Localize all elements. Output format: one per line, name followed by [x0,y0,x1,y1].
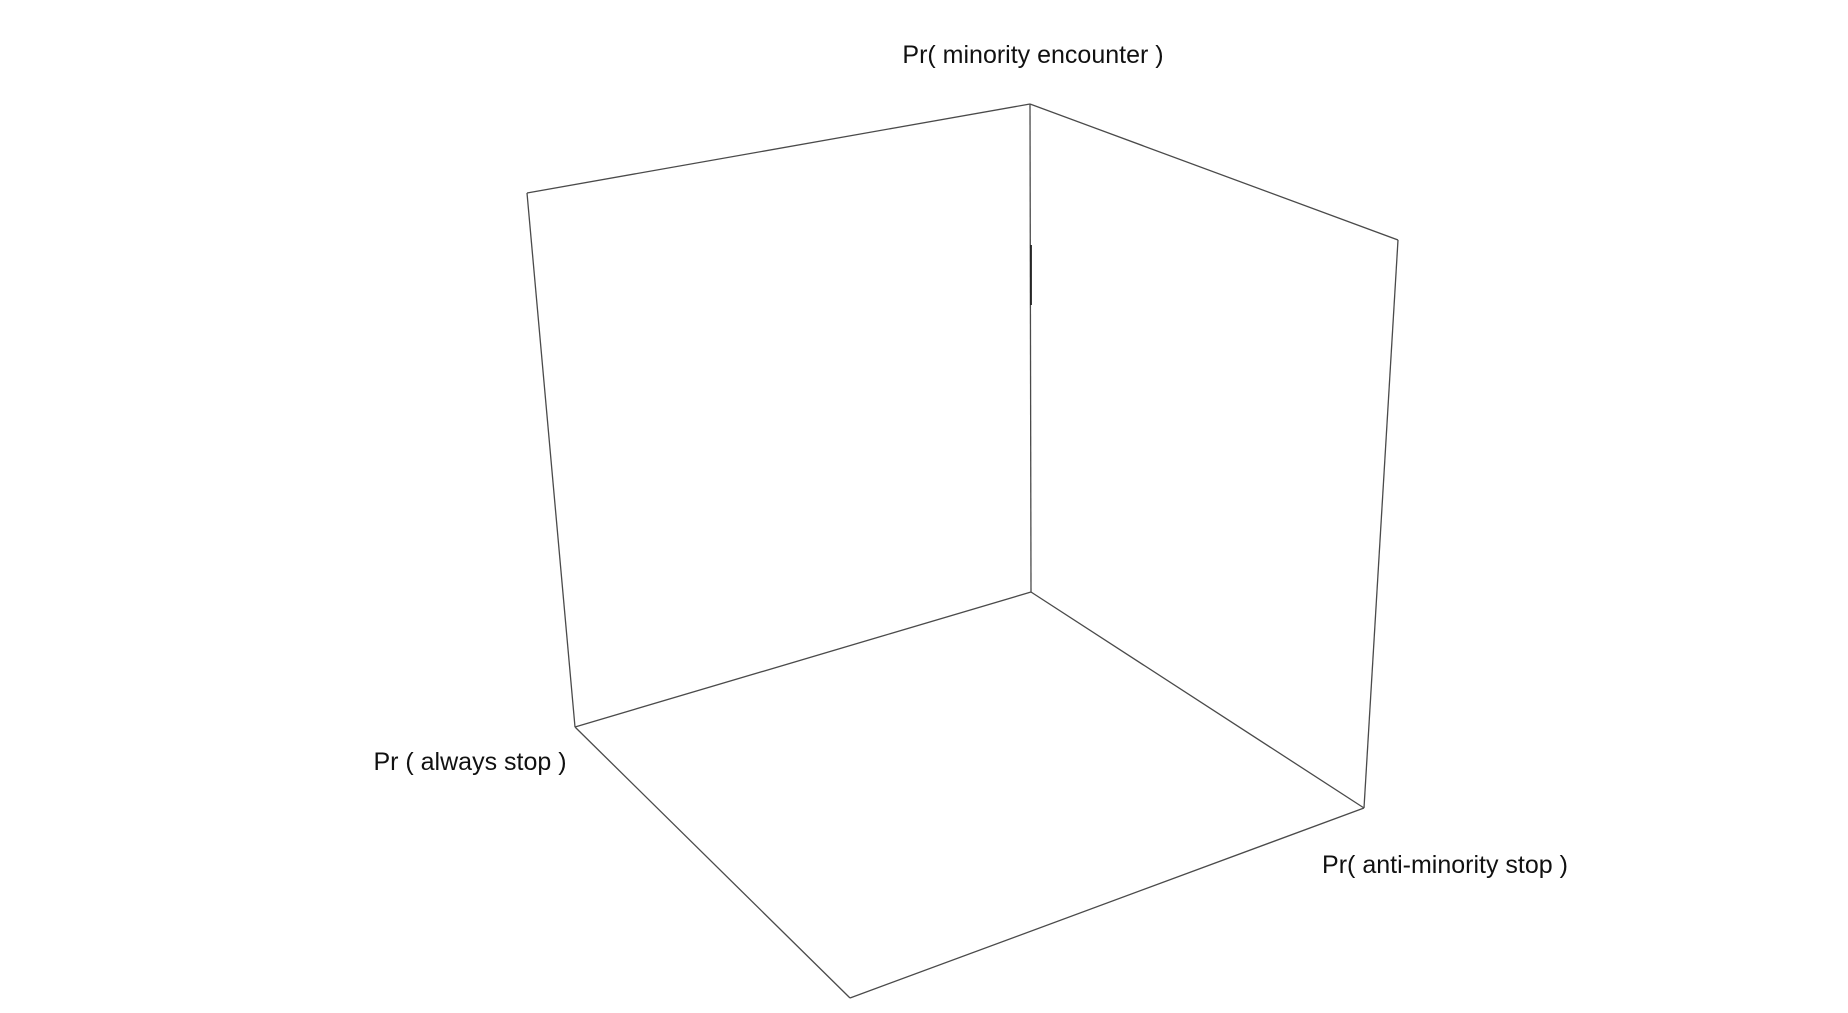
vertical-axis-label: Pr( minority encounter ) [902,41,1163,69]
edge-floor-front-right [849,807,1365,999]
left-axis-label: Pr ( always stop ) [373,748,566,776]
edge-floor-front-left [574,726,851,999]
box-edges [526,103,1399,999]
edge-left-vertical [526,192,576,728]
edge-back-vertical [1029,103,1032,593]
edge-top-right [1029,103,1399,241]
edge-floor-back-left [574,591,1032,728]
edge-right-vertical [1363,239,1399,809]
right-axis-label: Pr( anti-minority stop ) [1322,851,1568,879]
edge-top-left [526,103,1031,194]
edge-floor-back-right [1030,591,1365,809]
